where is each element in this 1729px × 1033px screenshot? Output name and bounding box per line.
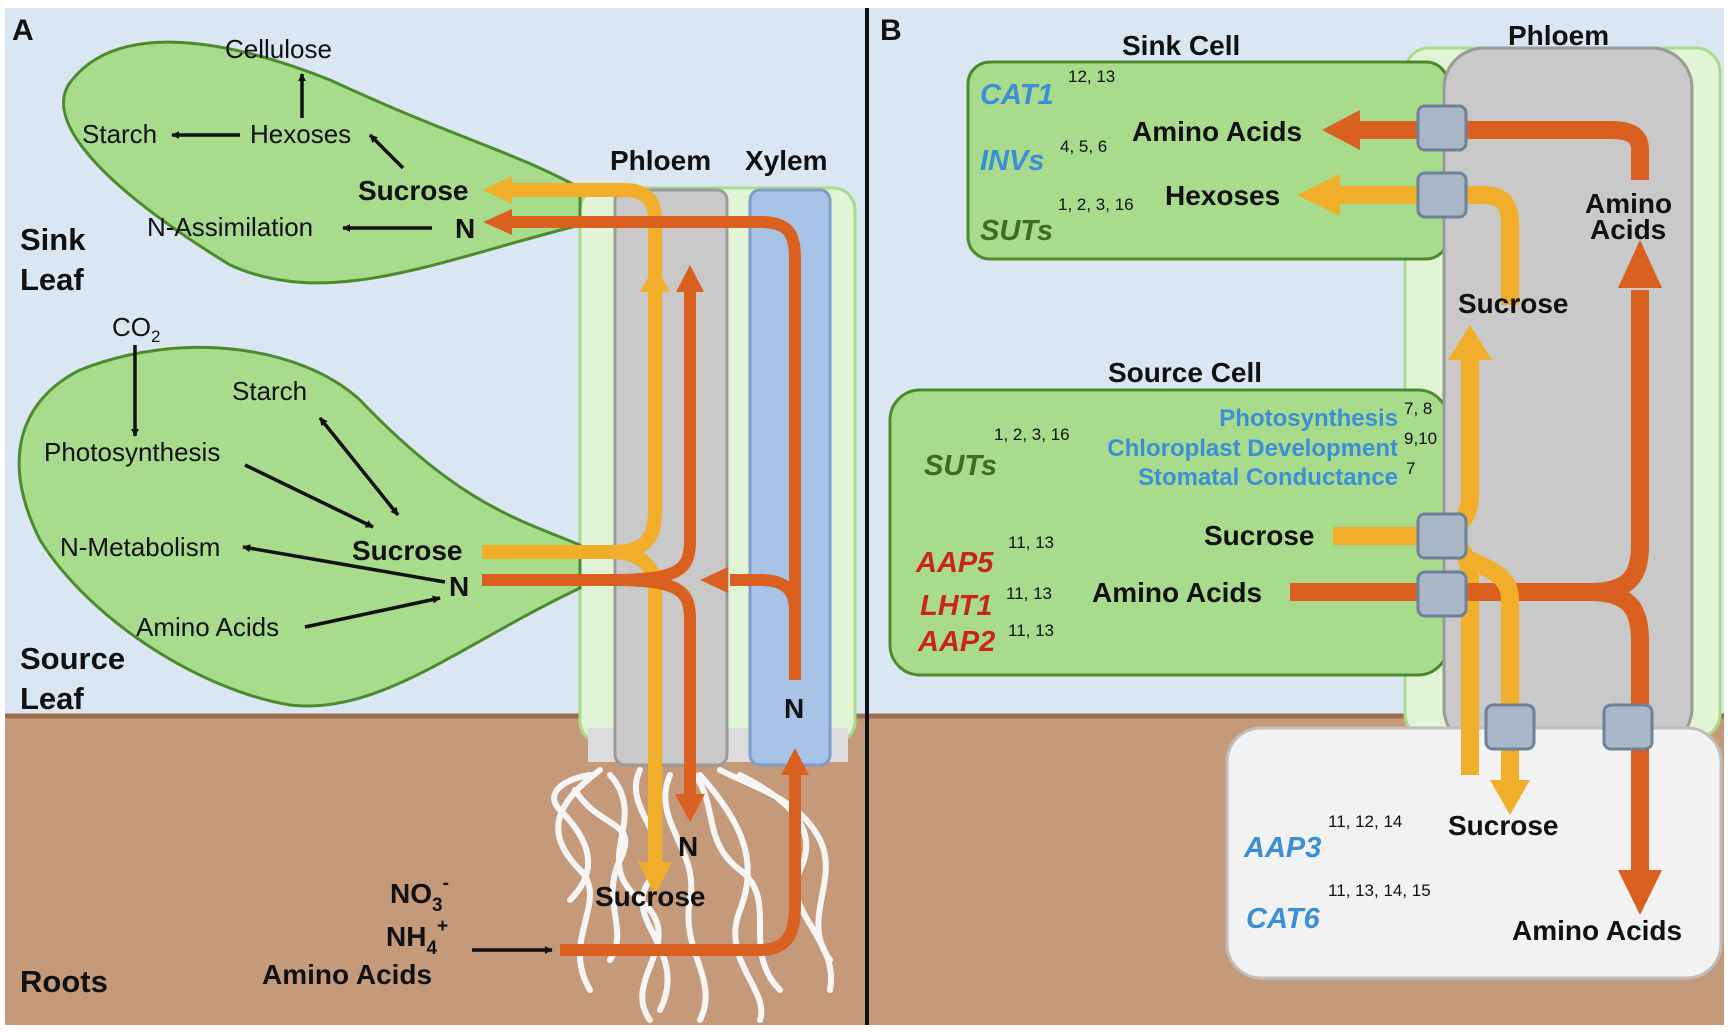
n-assimilation-label: N-Assimilation <box>147 212 313 242</box>
photosynthesis-label: Photosynthesis <box>44 437 220 467</box>
source-leaf-label-2: Leaf <box>20 681 84 716</box>
roots-label: Roots <box>20 964 108 999</box>
arrow-starch-sucrose <box>318 416 400 517</box>
gene-cat6-refs: 11, 13, 14, 15 <box>1328 881 1431 900</box>
panel-a-soil <box>5 715 867 1025</box>
phloem-amino-label-1: Amino <box>1585 188 1672 219</box>
xylem-n-label: N <box>784 693 804 724</box>
transporter-sink-amino <box>1416 104 1468 152</box>
transporter-root-sucrose <box>1484 703 1536 751</box>
co2-label: CO2 <box>112 312 160 346</box>
gene-lht1-refs: 11, 13 <box>1006 584 1052 603</box>
gene-cat1: CAT1 <box>980 79 1054 111</box>
panel-a-arrowheads <box>483 176 809 895</box>
gene-invs-refs: 4, 5, 6 <box>1060 137 1107 156</box>
sink-leaf-label-1: Sink <box>20 222 86 257</box>
gene-aap5: AAP5 <box>915 547 994 579</box>
source-sucrose-label: Sucrose <box>352 535 463 566</box>
transporter-source-amino <box>1416 570 1468 618</box>
transporter-sink-hexose <box>1416 171 1468 219</box>
stomatal-b-refs: 7 <box>1406 459 1415 478</box>
transporter-source-sucrose <box>1416 512 1468 560</box>
gene-suts-source: SUTs <box>924 450 997 482</box>
panel-b-letter: B <box>880 14 902 47</box>
source-cell-sucrose: Sucrose <box>1204 520 1315 551</box>
source-starch-label: Starch <box>232 376 307 406</box>
phloem-b <box>1442 46 1694 750</box>
b-amino-sink <box>1355 121 1649 180</box>
sink-starch-label: Starch <box>82 119 157 149</box>
gene-invs: INVs <box>980 145 1044 177</box>
panel-b-arrowheads <box>1297 110 1662 915</box>
sink-n-label: N <box>455 213 475 244</box>
roots-n-label: N <box>678 831 698 862</box>
n-path-roots-up <box>560 770 801 956</box>
gene-aap3: AAP3 <box>1243 832 1321 864</box>
gene-aap2-refs: 11, 13 <box>1008 621 1054 640</box>
source-cell-amino-acids: Amino Acids <box>1092 577 1262 608</box>
b-amino-down <box>1589 583 1649 870</box>
xylem-label-a: Xylem <box>745 145 828 176</box>
b-sucrose-up-hex <box>1340 186 1519 305</box>
panel-a-letter: A <box>12 14 34 47</box>
source-amino-acids-label: Amino Acids <box>136 612 279 642</box>
gene-suts-sink: SUTs <box>980 215 1053 247</box>
arrow-photosynthesis-sucrose <box>244 463 374 529</box>
gene-cat1-refs: 12, 13 <box>1068 67 1115 86</box>
no3-label: NO3- <box>390 873 449 916</box>
n-path-sink <box>505 216 801 680</box>
arrow-sucrose-hexoses <box>368 133 405 170</box>
n-path-phloem-up <box>609 280 696 586</box>
gene-suts-source-refs: 1, 2, 3, 16 <box>994 425 1070 444</box>
gene-cat6: CAT6 <box>1246 903 1320 935</box>
gene-aap3-refs: 11, 12, 14 <box>1328 812 1402 831</box>
phloem-label-a: Phloem <box>610 145 711 176</box>
hexoses-label: Hexoses <box>250 119 351 149</box>
sink-leaf-label-2: Leaf <box>20 262 84 297</box>
transporter-root-amino <box>1602 703 1654 751</box>
sink-cell-amino-acids: Amino Acids <box>1132 116 1302 147</box>
photosynthesis-b: Photosynthesis <box>1219 405 1398 432</box>
gene-aap5-refs: 11, 13 <box>1008 533 1054 552</box>
nh4-label: NH4+ <box>386 916 448 959</box>
source-cell-title: Source Cell <box>1108 357 1262 388</box>
source-n-label: N <box>449 571 469 602</box>
sink-leaf <box>62 40 582 285</box>
chloroplast-b-refs: 9,10 <box>1404 429 1437 448</box>
phloem-label-b: Phloem <box>1508 20 1609 51</box>
sink-sucrose-label: Sucrose <box>358 175 469 206</box>
phloem-amino-label-2: Acids <box>1590 214 1666 245</box>
arrow-n-nmetabolism <box>242 544 446 584</box>
chloroplast-b: Chloroplast Development <box>1107 435 1398 462</box>
gene-aap2: AAP2 <box>917 626 995 658</box>
source-leaf-label-1: Source <box>20 641 125 676</box>
gene-suts-sink-refs: 1, 2, 3, 16 <box>1058 195 1134 214</box>
stomatal-b: Stomatal Conductance <box>1138 464 1398 491</box>
b-sucrose-root-column <box>1465 551 1519 785</box>
root-cell-sucrose: Sucrose <box>1448 810 1559 841</box>
root-cell-amino-acids: Amino Acids <box>1512 915 1682 946</box>
roots-sucrose-label: Sucrose <box>595 881 706 912</box>
photosynthesis-b-refs: 7, 8 <box>1404 399 1432 418</box>
cellulose-label: Cellulose <box>225 34 332 64</box>
n-path-xylem-to-source <box>730 574 801 616</box>
arrow-aminoacids-n <box>304 595 441 629</box>
sink-cell-title: Sink Cell <box>1122 30 1240 61</box>
sink-cell-hexoses: Hexoses <box>1165 180 1280 211</box>
sucrose-path-down <box>609 545 662 870</box>
gene-lht1: LHT1 <box>920 590 993 622</box>
n-metabolism-label: N-Metabolism <box>60 532 220 562</box>
roots-amino-acids-label: Amino Acids <box>262 959 432 990</box>
phloem-tube <box>613 188 729 767</box>
phloem-sucrose-label: Sucrose <box>1458 288 1569 319</box>
